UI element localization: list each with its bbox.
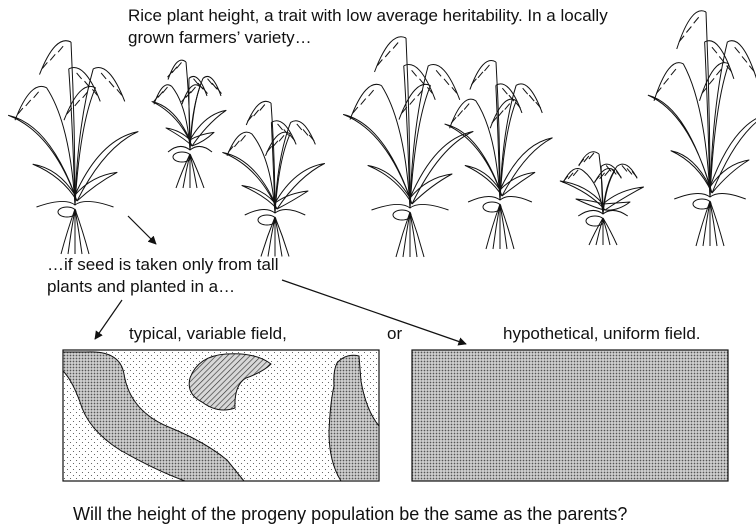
rice-plant-icon (560, 152, 643, 245)
intro-line-1: Rice plant height, a trait with low aver… (128, 6, 608, 26)
condition-line-2: plants and planted in a… (47, 277, 235, 297)
rice-plant-icon (223, 101, 325, 256)
rice-plant-icon (344, 37, 474, 257)
arrow-icon (95, 300, 122, 339)
variable-field (63, 350, 379, 481)
question-text: Will the height of the progeny populatio… (73, 504, 627, 524)
rice-plant-icon (152, 60, 226, 188)
arrow-icon (128, 216, 156, 244)
uniform-field (412, 350, 728, 481)
rice-plant-icon (9, 41, 139, 254)
rice-plant-icon (445, 61, 552, 249)
rice-plants (9, 11, 756, 257)
condition-line-1: …if seed is taken only from tall (47, 255, 278, 275)
intro-line-2: grown farmers’ variety… (128, 28, 312, 48)
uniform-field-label: hypothetical, uniform field. (503, 324, 701, 344)
arrow-icon (282, 280, 466, 344)
rice-plant-icon (648, 11, 756, 246)
variable-field-label: typical, variable field, (129, 324, 287, 344)
or-label: or (387, 324, 402, 344)
